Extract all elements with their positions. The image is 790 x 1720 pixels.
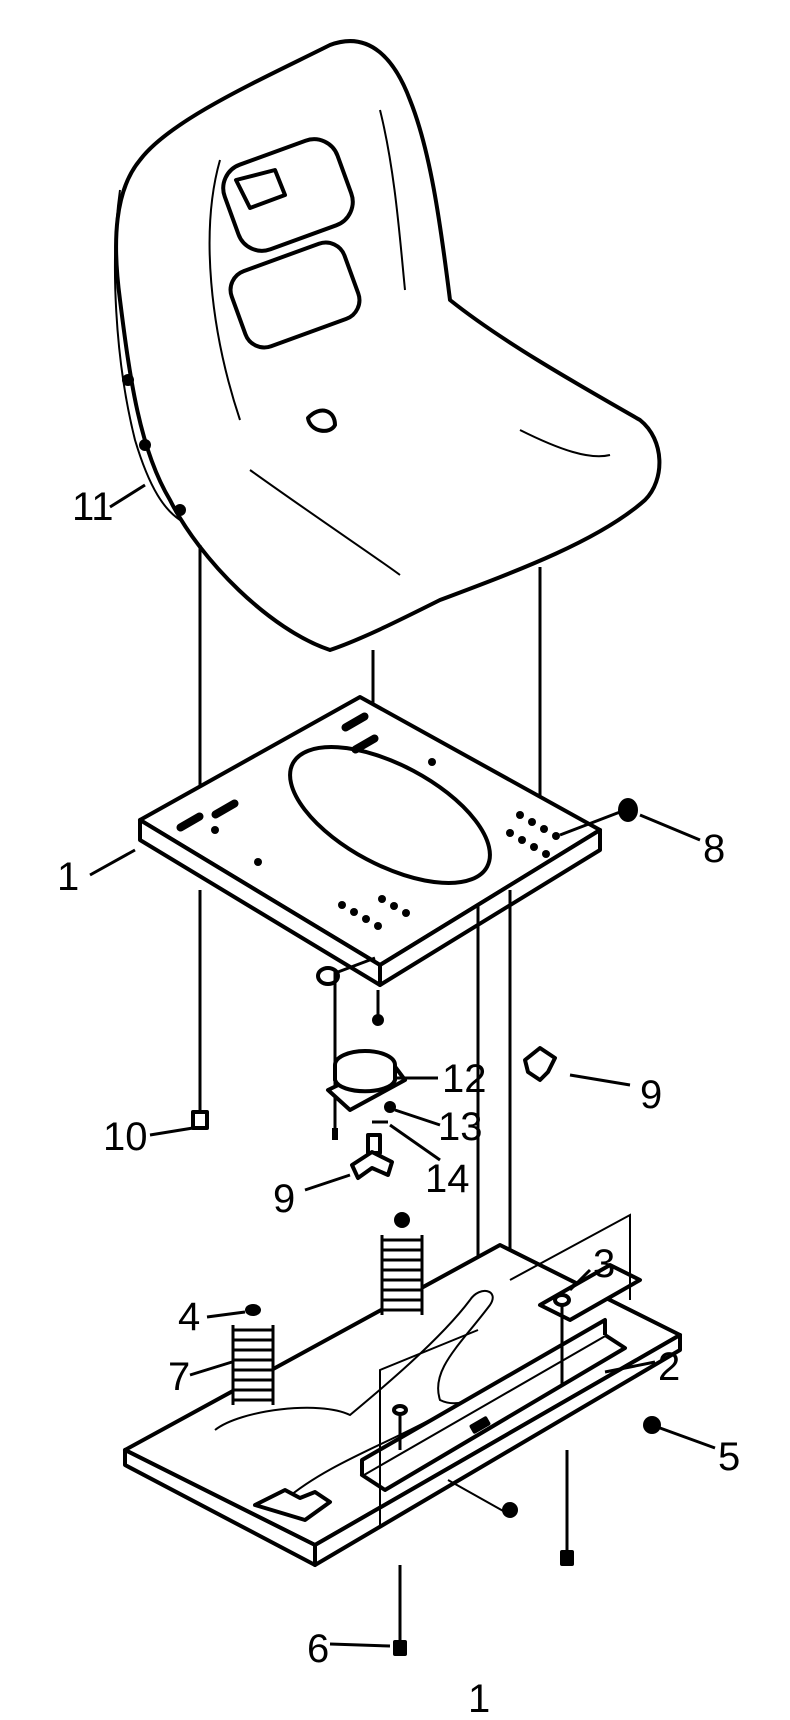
callout-11: 11 (72, 485, 114, 529)
spring (231, 1325, 275, 1405)
knob (523, 1046, 557, 1082)
callout-8: 8 (703, 827, 725, 871)
leader-lines (89, 483, 716, 1648)
slide-rail (360, 1318, 627, 1492)
guide-line (509, 1213, 631, 1300)
bolt (245, 1304, 261, 1316)
washer (384, 1101, 396, 1113)
nut (502, 1502, 518, 1518)
callout-10: 10 (103, 1115, 148, 1159)
bolt (560, 1550, 574, 1566)
callout-12: 12 (442, 1057, 487, 1101)
callout-1: 1 (57, 855, 79, 899)
callout-2: 2 (658, 1345, 680, 1389)
callout-7: 7 (168, 1355, 190, 1399)
callout-5: 5 (718, 1435, 740, 1479)
knob (350, 1133, 394, 1180)
callout-14: 14 (425, 1157, 470, 1201)
bolt (559, 798, 638, 837)
nut (643, 1416, 661, 1434)
callout-9: 9 (273, 1177, 295, 1221)
callout-3: 3 (593, 1242, 615, 1286)
bolt (316, 956, 376, 986)
spring-cap (394, 1212, 410, 1228)
seat-mounting-plate (138, 695, 602, 987)
callout-6: 6 (307, 1627, 329, 1671)
bolt (392, 1404, 408, 1450)
screw (332, 1128, 338, 1140)
bolt (393, 1640, 407, 1656)
screw (191, 1110, 209, 1130)
page-number: 1 (468, 1677, 490, 1720)
seat-shell (114, 39, 662, 652)
swivel-bearing (326, 1014, 407, 1112)
guide-line (379, 1329, 479, 1525)
bolt (553, 1293, 571, 1385)
callout-4: 4 (178, 1295, 200, 1339)
guide-line (447, 1479, 506, 1513)
callout-9: 9 (640, 1073, 662, 1117)
callout-13: 13 (438, 1105, 483, 1149)
spring (380, 1235, 424, 1315)
